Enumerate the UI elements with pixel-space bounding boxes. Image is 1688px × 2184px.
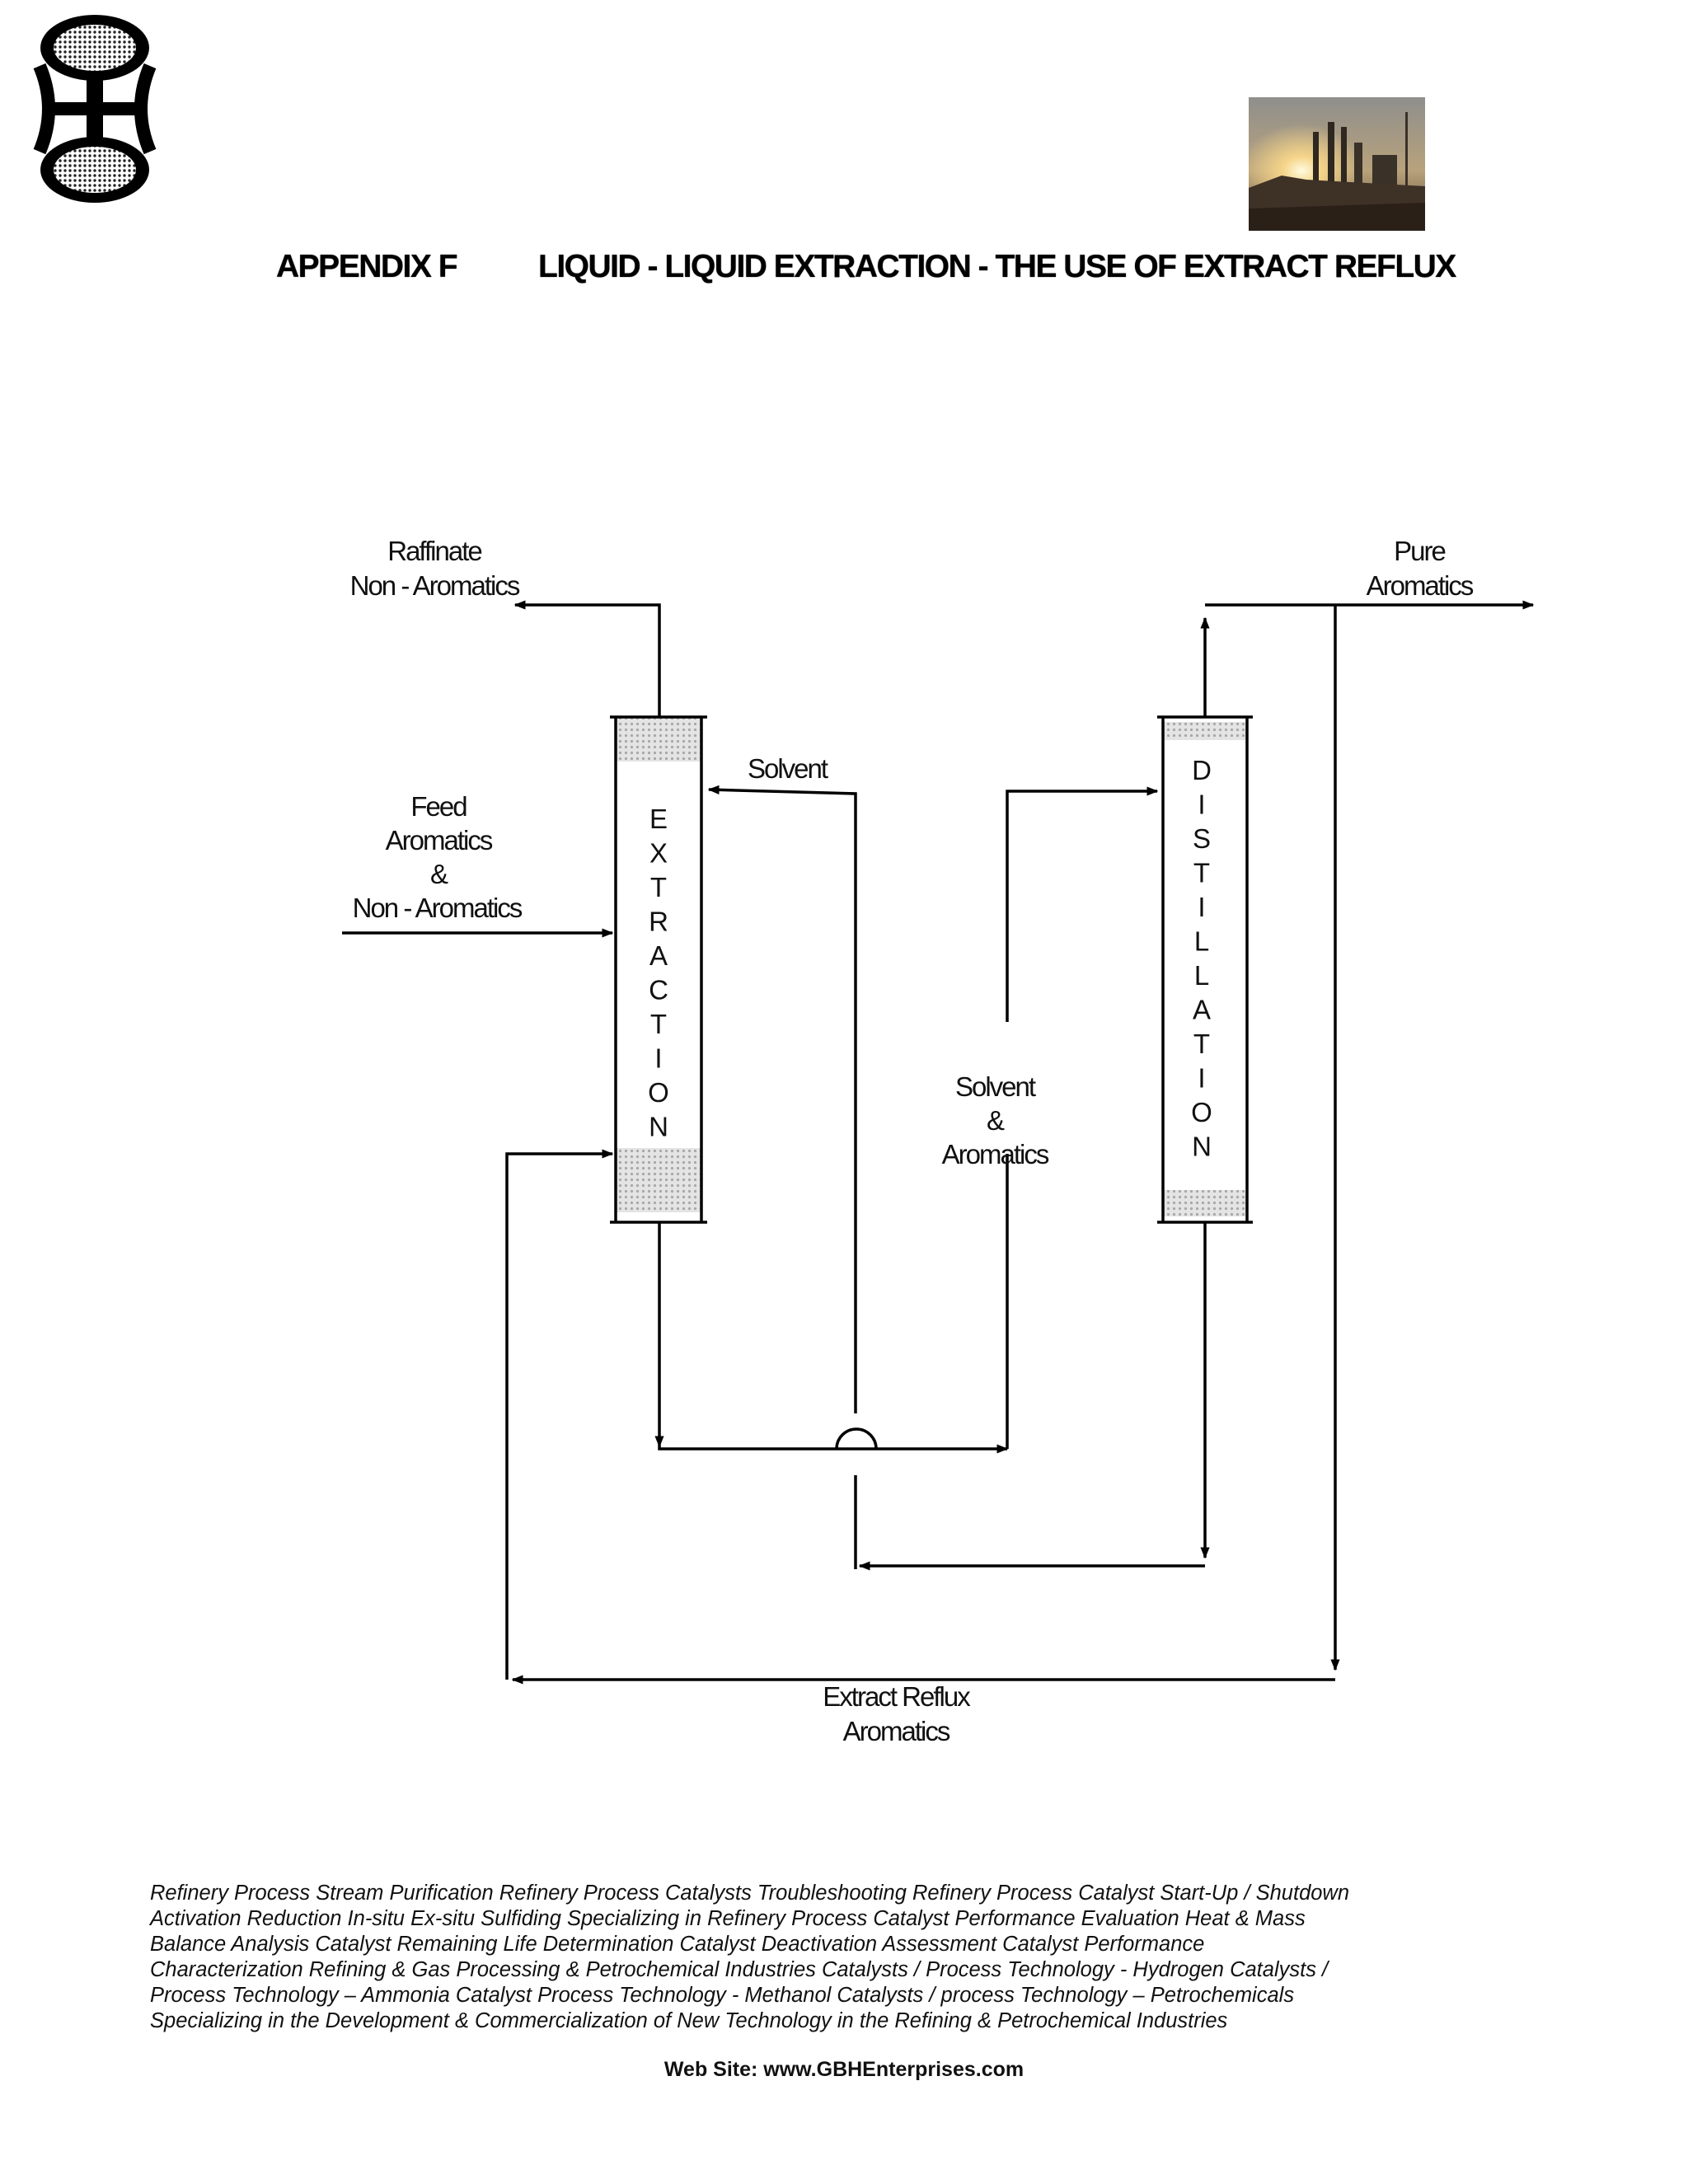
solvent-aromatics-label: Aromatics (942, 1139, 1049, 1169)
distillation-letter: L (1194, 960, 1209, 991)
raffinate-label: Raffinate (387, 536, 481, 566)
raffinate-stream (513, 600, 661, 717)
solvent-aromatics-label: & (987, 1105, 1005, 1136)
feed-label: Non - Aromatics (353, 893, 523, 923)
extraction-letter: R (649, 907, 668, 937)
footer-line: Balance Analysis Catalyst Remaining Life… (150, 1933, 1205, 1956)
footer-line: Characterization Refining & Gas Processi… (150, 1958, 1329, 1981)
extraction-letter: X (649, 838, 668, 869)
extraction-letter: T (650, 872, 667, 902)
distillation-letter: S (1193, 823, 1211, 854)
distillation-letter: O (1191, 1097, 1212, 1127)
raffinate-label: Non - Aromatics (350, 570, 520, 601)
footer-line: Refinery Process Stream Purification Ref… (150, 1882, 1350, 1905)
extraction-letter: I (654, 1043, 662, 1074)
extract-reflux-label: Extract Reflux (823, 1681, 971, 1712)
solvent-stream (709, 790, 857, 1569)
distillation-letter: D (1192, 755, 1212, 785)
refinery-photo (1249, 97, 1425, 231)
distillation-letter: T (1193, 858, 1210, 888)
appendix-label: APPENDIX F (276, 249, 458, 284)
feed-label: Aromatics (386, 825, 493, 855)
solvent-label: Solvent (748, 753, 828, 784)
extraction-letter: A (649, 940, 668, 971)
extraction-column-label: EXTRACTION (648, 804, 669, 1142)
footer-line: Specializing in the Development & Commer… (150, 2009, 1228, 2032)
extraction-letter: N (649, 1112, 668, 1142)
extract-reflux-label: Aromatics (843, 1716, 950, 1746)
distillation-letter: I (1198, 1063, 1205, 1094)
distillation-letter: L (1194, 926, 1209, 957)
distillation-letter: N (1192, 1132, 1212, 1162)
distillation-letter: I (1198, 790, 1205, 820)
website-link[interactable]: Web Site: www.GBHEnterprises.com (663, 2058, 1025, 2081)
appendix-title: LIQUID - LIQUID EXTRACTION - THE USE OF … (538, 249, 1456, 284)
solvent-aromatics-label: Solvent (955, 1071, 1036, 1102)
footer-services-text: Refinery Process Stream Purification Ref… (150, 1881, 1469, 2034)
page-title: APPENDIX F LIQUID - LIQUID EXTRACTION - … (276, 249, 1628, 292)
footer-line: Activation Reduction In-situ Ex-situ Sul… (150, 1907, 1306, 1930)
distillation-letter: I (1198, 892, 1205, 922)
extraction-letter: O (648, 1077, 669, 1108)
extraction-letter: E (649, 804, 668, 834)
distillation-letter: T (1193, 1029, 1210, 1059)
distillation-letter: A (1193, 995, 1211, 1025)
extraction-letter: T (650, 1009, 667, 1039)
feed-label: & (430, 859, 448, 889)
pure-aromatics-label: Aromatics (1367, 570, 1474, 601)
company-logo (33, 15, 157, 203)
feed-label: Feed (410, 791, 467, 822)
pure-aromatics-label: Pure (1394, 536, 1445, 566)
footer-line: Process Technology – Ammonia Catalyst Pr… (150, 1984, 1295, 2007)
extraction-letter: C (649, 975, 668, 1005)
